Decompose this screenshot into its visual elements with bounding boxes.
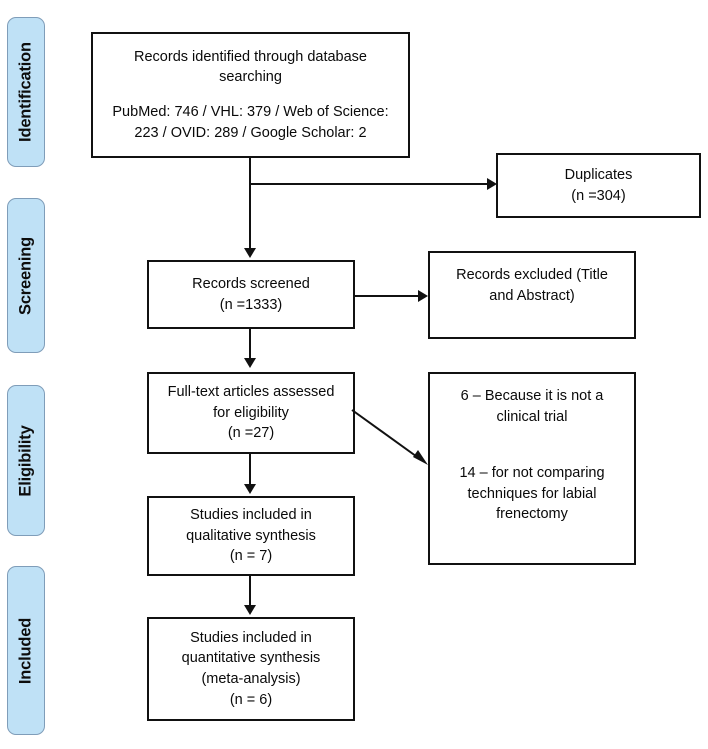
arrowhead-screened-to-excluded (418, 290, 428, 302)
arrowhead-fulltext-to-qualitative (244, 484, 256, 494)
duplicates-count: (n =304) (571, 187, 626, 204)
quantitative-line3: (meta-analysis) (201, 671, 301, 687)
records-excluded-line1: Records excluded (Title (456, 267, 608, 283)
node-fulltext-assessed: Full-text articles assessed for eligibil… (147, 372, 355, 454)
node-records-identified: Records identified through database sear… (91, 32, 410, 158)
stage-identification-label: Identification (16, 42, 35, 142)
exclusion-reason2-line2: techniques for labial (467, 485, 597, 502)
arrowhead-identified-to-screened (244, 248, 256, 258)
node-records-excluded: Records excluded (Title and Abstract) (428, 251, 636, 339)
connector-fulltext-to-qualitative (249, 454, 251, 487)
records-identified-title-line2: searching (219, 69, 282, 86)
quantitative-line2: quantitative synthesis (181, 650, 321, 667)
records-screened-label: Records screened (192, 275, 310, 292)
quantitative-count: (n = 6) (229, 691, 273, 708)
arrowhead-qualitative-to-quantitative (244, 605, 256, 615)
connector-screened-to-excluded (355, 295, 423, 297)
node-quantitative-synthesis: Studies included in quantitative synthes… (147, 617, 355, 721)
exclusion-reason1-line2: clinical trial (496, 408, 568, 425)
exclusion-reason2-line1: 14 – for not comparing (459, 465, 605, 482)
stage-included-label: Included (16, 617, 35, 684)
records-identified-title-line1: Records identified through database (134, 48, 367, 65)
records-excluded-line2: and Abstract) (489, 287, 575, 304)
connector-qualitative-to-quantitative (249, 576, 251, 608)
arrowhead-identified-to-duplicates (487, 178, 497, 190)
connector-screened-to-fulltext (249, 329, 251, 362)
node-duplicates: Duplicates (n =304) (496, 153, 701, 218)
duplicates-label: Duplicates (564, 166, 633, 183)
connector-identified-to-screened (249, 158, 251, 252)
records-identified-sources-line2: 223 / OVID: 289 / Google Scholar: 2 (134, 124, 367, 141)
connector-fulltext-to-exclusions (351, 409, 428, 465)
node-qualitative-synthesis: Studies included in qualitative synthesi… (147, 496, 355, 576)
qualitative-count: (n = 7) (229, 548, 273, 565)
arrowhead-screened-to-fulltext (244, 358, 256, 368)
connector-identified-to-duplicates (249, 183, 493, 185)
node-records-screened: Records screened (n =1333) (147, 260, 355, 329)
exclusion-reason2-line3: frenectomy (496, 506, 568, 523)
fulltext-assessed-line2: for eligibility (213, 404, 289, 421)
stage-identification: Identification (7, 17, 45, 167)
qualitative-line2: qualitative synthesis (186, 527, 316, 544)
fulltext-assessed-line1: Full-text articles assessed (167, 384, 335, 401)
stage-eligibility-label: Eligibility (16, 424, 35, 497)
records-screened-count: (n =1333) (219, 296, 283, 313)
exclusion-reason1-line1: 6 – Because it is not a (460, 388, 604, 404)
node-fulltext-excluded: 6 – Because it is not a clinical trial 1… (428, 372, 636, 565)
quantitative-line1: Studies included in (190, 629, 312, 646)
fulltext-assessed-count: (n =27) (227, 425, 275, 442)
records-identified-sources-line1: PubMed: 746 / VHL: 379 / Web of Science: (112, 104, 389, 120)
stage-screening: Screening (7, 198, 45, 353)
qualitative-line1: Studies included in (190, 507, 312, 524)
stage-screening-label: Screening (16, 236, 35, 315)
stage-included: Included (7, 566, 45, 735)
stage-eligibility: Eligibility (7, 385, 45, 536)
